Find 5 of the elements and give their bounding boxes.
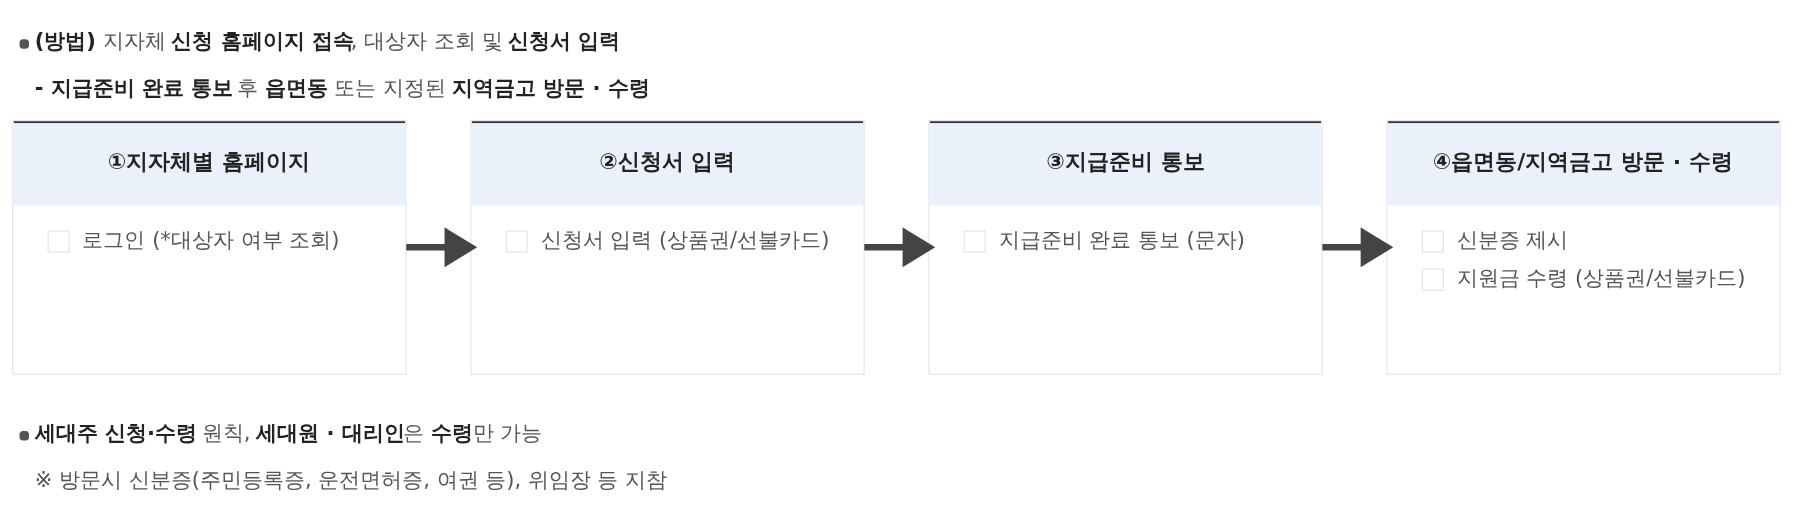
label: (방법) 지자체 신청 홈페이지 접속, 대상자 조회 및 신청서 입력 bbox=[34, 28, 621, 53]
label: - 지급준비 완료 통보 후 읍면동 또는 지정된 지역금고 방문 · 수령 bbox=[34, 75, 650, 100]
label: ※ 방문시 신분증(주민등록증, 운전면허증, 여권 등), 위임장 등 지참 bbox=[34, 467, 668, 492]
arrow bbox=[1322, 226, 1394, 267]
label: 세대주 신청·수령 원칙, 세대원 · 대리인은 수령만 가능 bbox=[34, 420, 543, 445]
